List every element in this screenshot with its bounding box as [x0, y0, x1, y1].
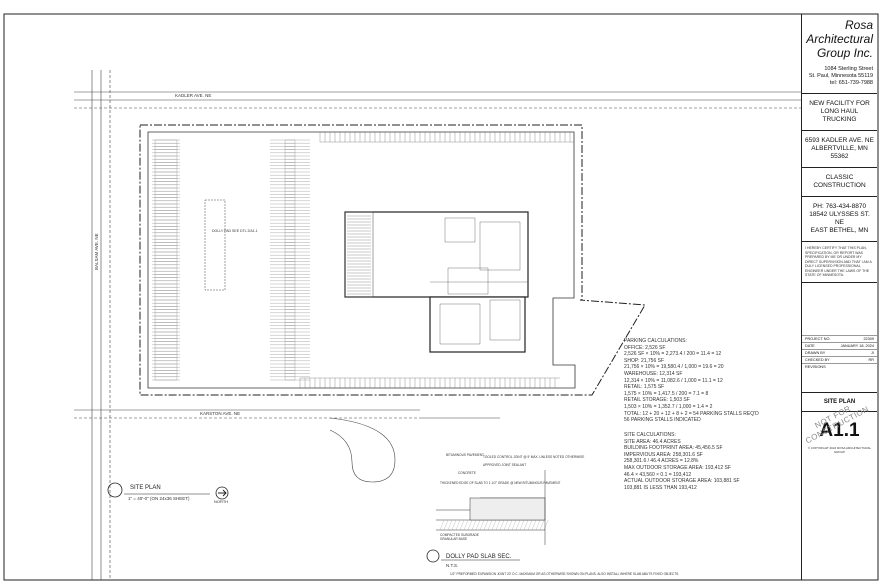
calc-line: IMPERVIOUS AREA: 258,301.6 SF — [624, 451, 703, 458]
sheet-number: A1.1 — [802, 410, 877, 446]
project-name: NEW FACILITY FOR LONG HAUL TRUCKING — [802, 93, 877, 130]
calc-line: 56 PARKING STALLS INDICATED — [624, 417, 701, 424]
calc-line: TOTAL: 12 + 20 + 12 + 8 + 2 = 54 PARKING… — [624, 410, 759, 417]
calc-line: RETAIL: 1,575 SF — [624, 384, 665, 391]
calc-line: RETAIL STORAGE: 1,503 SF — [624, 397, 690, 404]
date-row: DATE JANUARY 18, 2024 — [802, 341, 877, 349]
client-info: PH: 763-434-8870 18542 ULYSSES ST. NE EA… — [802, 196, 877, 241]
calc-line: OFFICE: 2,526 SF — [624, 344, 666, 351]
detail-note: 1/2" PREFORMED EXPANSION JOINT 20' O.C. … — [450, 572, 679, 576]
detail-note: TOOLED CONTROL JOINT @ 5' MAX. UNLESS NO… — [483, 455, 584, 459]
calc-line: BUILDING FOOTPRINT AREA: 45,456.5 SF — [624, 445, 723, 452]
building-footprint — [344, 211, 529, 353]
drawn-by: JI — [871, 350, 874, 355]
project-number: 22309 — [863, 336, 874, 341]
detail-scale: N.T.S. — [446, 563, 458, 568]
dolly-pad — [204, 199, 226, 291]
calc-line: 258,301.6 / 46.4 ACRES = 12.8% — [624, 458, 699, 465]
firm-phone: tel: 651-739-7988 — [829, 80, 873, 86]
client-phone: PH: 763-434-8870 — [812, 203, 867, 210]
site-plan-scale: 1" = 40'-0" (ON 24x36 SHEET) — [128, 496, 190, 501]
calc-line: 1,575 × 10% = 1,417.5 / 200 = 7.1 = 8 — [624, 390, 709, 397]
north-label: NORTH — [214, 499, 228, 504]
title-block: Rosa Architectural Group Inc. 1084 Sterl… — [801, 14, 877, 580]
calc-line: PARKING CALCULATIONS: — [624, 338, 687, 344]
detail-note: APPROVED JOINT SEALANT — [483, 463, 526, 467]
street-label-west: BALSAM AVE. NE — [94, 233, 99, 270]
detail-note: COMPACTED SUBGRADE — [440, 533, 479, 537]
copyright: © COPYRIGHT 2024 ROSA ARCHITECTURAL GROU… — [807, 445, 872, 454]
detail-title: DOLLY PAD SLAB SEC. — [446, 554, 512, 560]
drawn-by-row: DRAWN BY JI — [802, 348, 877, 356]
calc-line: 46.4 × 43,560 × 0.1 = 193,412 — [624, 471, 692, 478]
certification-text: I HEREBY CERTIFY THAT THIS PLAN, SPECIFI… — [802, 241, 877, 282]
site-plan-title-bubble — [107, 482, 123, 498]
drawn-by-label: DRAWN BY — [805, 350, 826, 355]
site-address-line-2: ALBERTVILLE, MN 55362 — [811, 145, 868, 160]
detail-note: CONCRETE — [458, 471, 476, 475]
calc-line: SITE AREA: 46.4 ACRES — [624, 438, 681, 445]
north-arrow-icon — [215, 486, 229, 500]
site-address-line-1: 6593 KADLER AVE. NE — [805, 137, 874, 144]
calc-line: ACTUAL OUTDOOR STORAGE AREA: 103,881 SF — [624, 478, 740, 485]
dolly-pad-detail — [436, 470, 549, 545]
paved-area — [147, 131, 576, 389]
stamp-area — [802, 281, 877, 335]
sheet-name: SITE PLAN — [802, 391, 877, 411]
road-linework — [74, 70, 801, 580]
site-plan-title: SITE PLAN — [130, 485, 161, 491]
dolly-pad-label: DOLLY PAD SEE DTL 2/A1.1 — [212, 229, 258, 233]
date: JANUARY 18, 2024 — [840, 343, 874, 348]
calc-line: MAX OUTDOOR STORAGE AREA: 193,412 SF — [624, 464, 731, 471]
street-label-north: KADLER AVE. NE — [175, 93, 211, 98]
calc-line: 103,881 IS LESS THAN 193,412 — [624, 484, 697, 491]
detail-title-bubble — [426, 549, 440, 563]
detail-note: BITUMINOUS PAVEMENT — [446, 453, 484, 457]
firm-address: 1084 Sterling Street St. Paul, Minnesota… — [802, 66, 877, 87]
trailer-parking — [152, 139, 310, 381]
checked-by: RR — [868, 357, 874, 362]
calc-line: SHOP: 21,756 SF — [624, 357, 665, 364]
project-number-label: PROJECT NO. — [805, 336, 831, 341]
street-label-south: KARSTON AVE. NE — [200, 411, 240, 416]
client-name: CLASSIC CONSTRUCTION — [802, 167, 877, 196]
client-address-line-2: EAST BETHEL, MN — [810, 227, 869, 234]
detail-note: GRANULAR BASE — [440, 537, 467, 541]
client-address-line-1: 18542 ULYSSES ST. NE — [809, 211, 870, 226]
firm-address-line-1: 1084 Sterling Street — [824, 66, 873, 72]
parking-stalls-north — [319, 132, 574, 143]
calc-line: WAREHOUSE: 12,314 SF — [624, 370, 683, 377]
calc-line: 21,756 × 10% = 19,580.4 / 1,000 = 19.6 =… — [624, 364, 724, 371]
revisions-label: REVISIONS — [805, 364, 826, 369]
property-line — [139, 124, 646, 396]
calc-line: 12,314 × 10% = 11,082.6 / 1,000 = 11.1 =… — [624, 377, 723, 384]
firm-address-line-2: St. Paul, Minnesota 55119 — [808, 73, 873, 79]
revisions-row: REVISIONS — [802, 362, 877, 392]
project-number-row: PROJECT NO. 22309 — [802, 334, 877, 342]
parking-stalls-south — [299, 377, 560, 388]
site-address: 6593 KADLER AVE. NE ALBERTVILLE, MN 5536… — [802, 130, 877, 167]
calc-line: 1,503 × 10% = 1,352.7 / 1,000 = 1.4 = 2 — [624, 403, 713, 410]
checked-by-row: CHECKED BY RR — [802, 355, 877, 363]
firm-name: Rosa Architectural Group Inc. — [806, 18, 873, 60]
detail-note: THICKENED EDGE OF SLAB TO 1 1/2" GRADE @… — [440, 481, 561, 485]
calc-line: SITE CALCULATIONS: — [624, 432, 676, 438]
checked-by-label: CHECKED BY — [805, 357, 830, 362]
calc-line: 2,526 SF × 10% = 2,273.4 / 200 = 11.4 = … — [624, 351, 722, 358]
date-label: DATE — [805, 343, 815, 348]
